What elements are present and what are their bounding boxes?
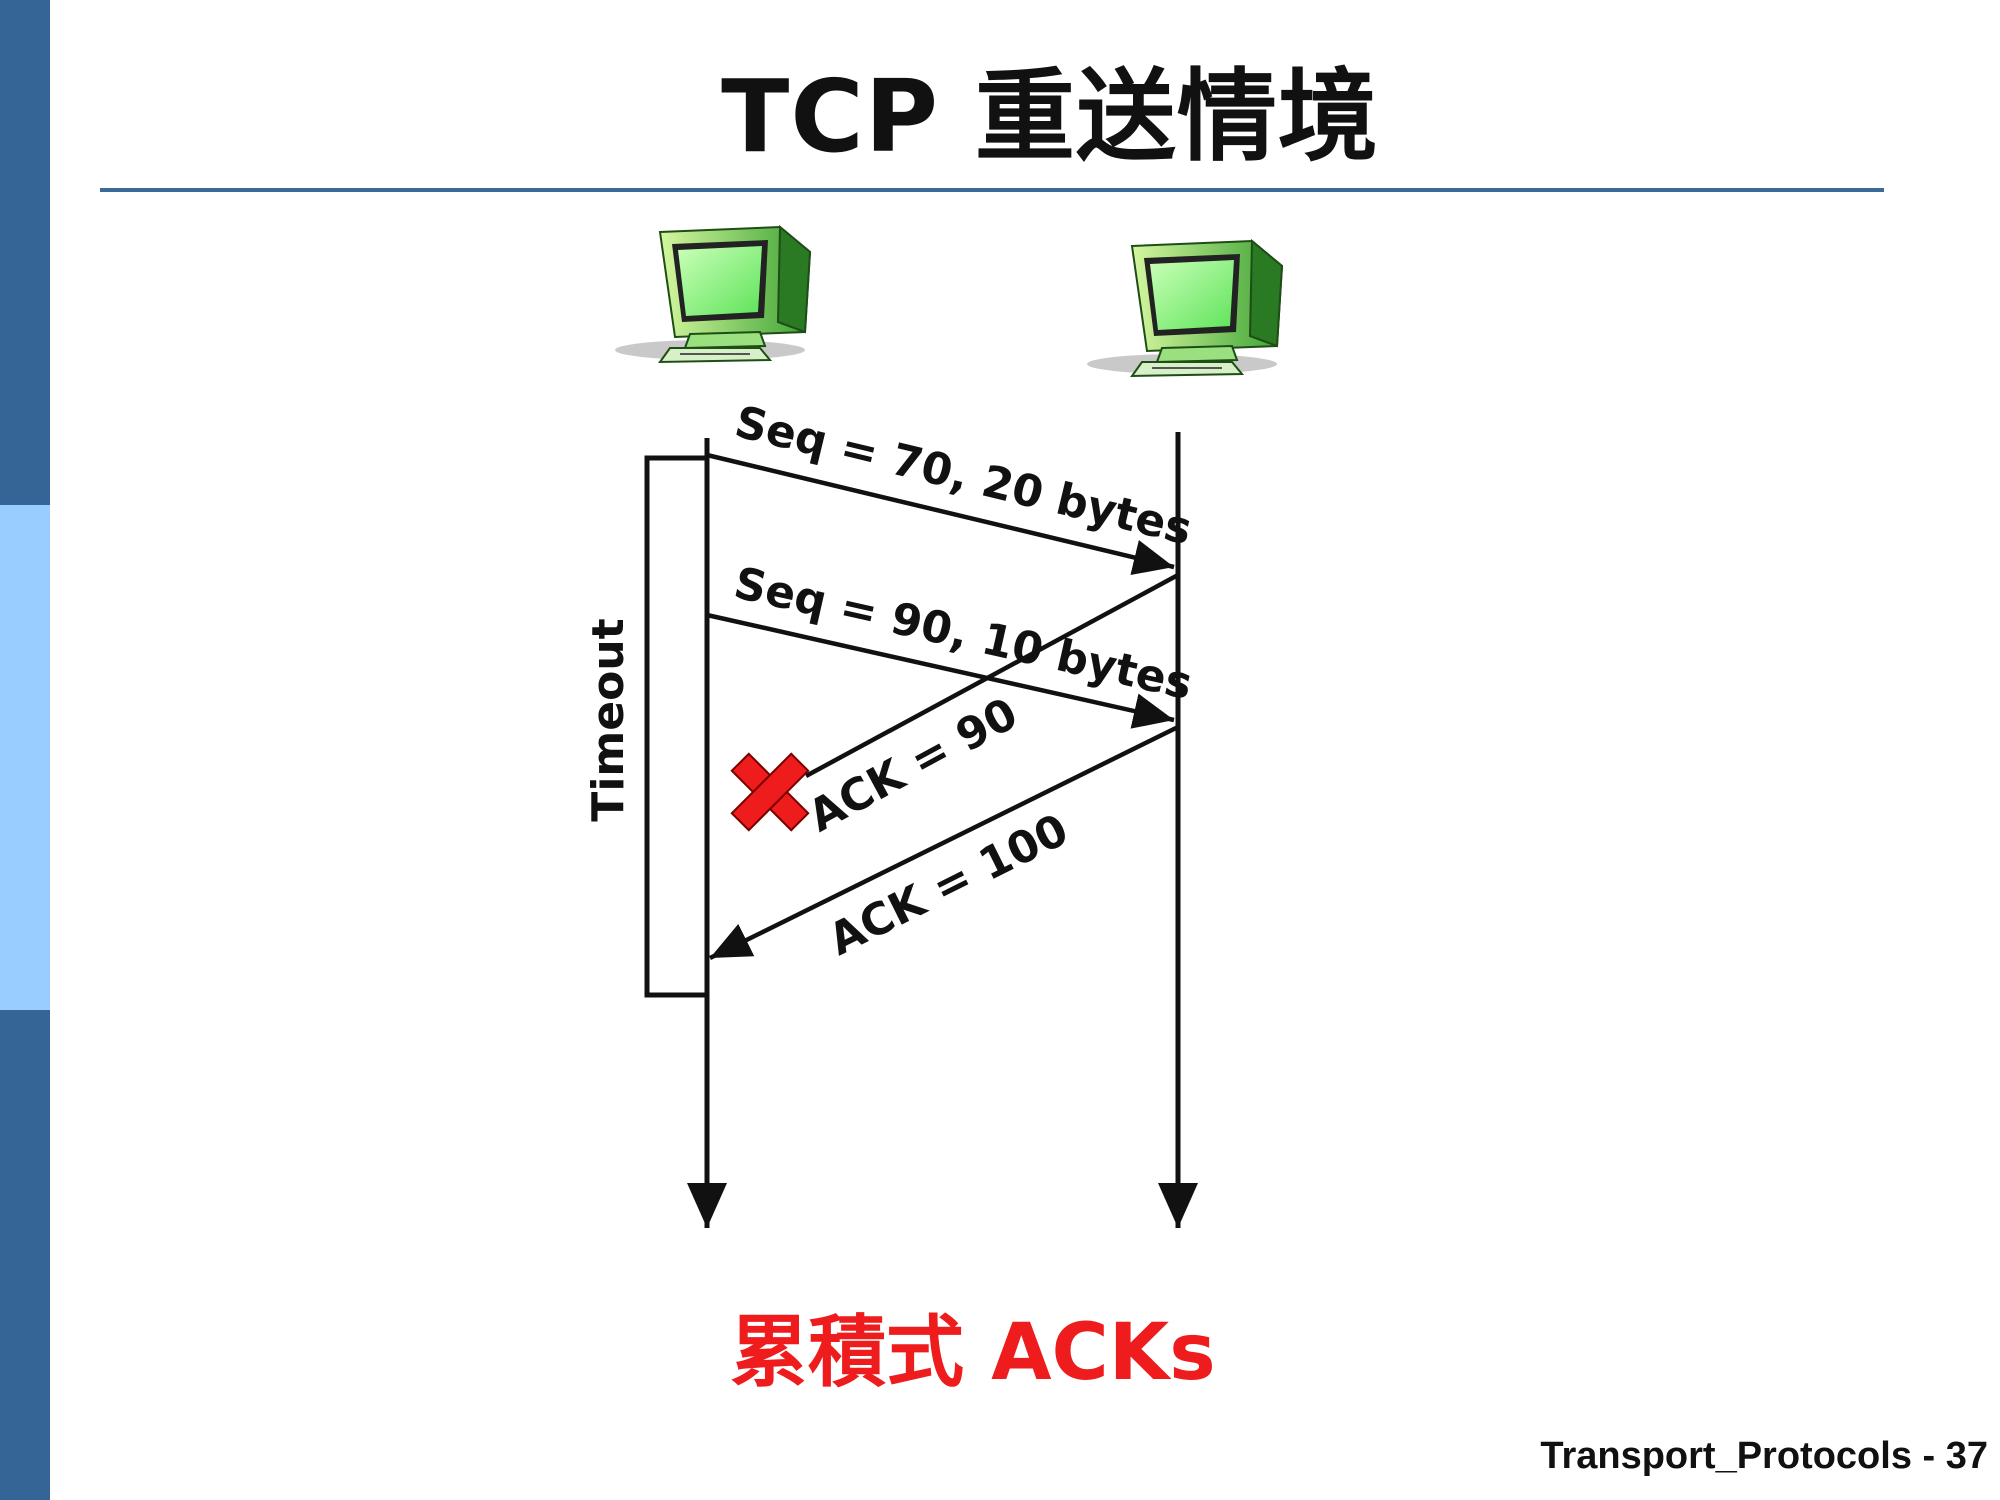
slide-footer: Transport_Protocols - 37 xyxy=(1540,1435,1988,1477)
timeout-label: Timeout xyxy=(583,618,634,821)
sidebar-stripe-middle xyxy=(0,505,50,1010)
sidebar-stripe-bottom xyxy=(0,1010,50,1500)
slide-title: TCP 重送情境 xyxy=(721,58,1379,175)
message-arrow-seq70 xyxy=(706,452,1175,576)
computer-icon xyxy=(1086,240,1283,377)
computer-icon xyxy=(614,226,811,363)
loss-x-icon xyxy=(730,752,810,832)
message-arrow-ack90-lost xyxy=(804,573,1180,778)
sidebar-stripe-top xyxy=(0,0,50,505)
timeout-bracket xyxy=(644,455,707,998)
cumulative-acks-caption: 累積式 ACKs xyxy=(730,1308,1216,1398)
message-arrow-seq90 xyxy=(706,612,1175,729)
message-arrow-ack100 xyxy=(709,724,1179,961)
title-divider xyxy=(100,188,1884,192)
